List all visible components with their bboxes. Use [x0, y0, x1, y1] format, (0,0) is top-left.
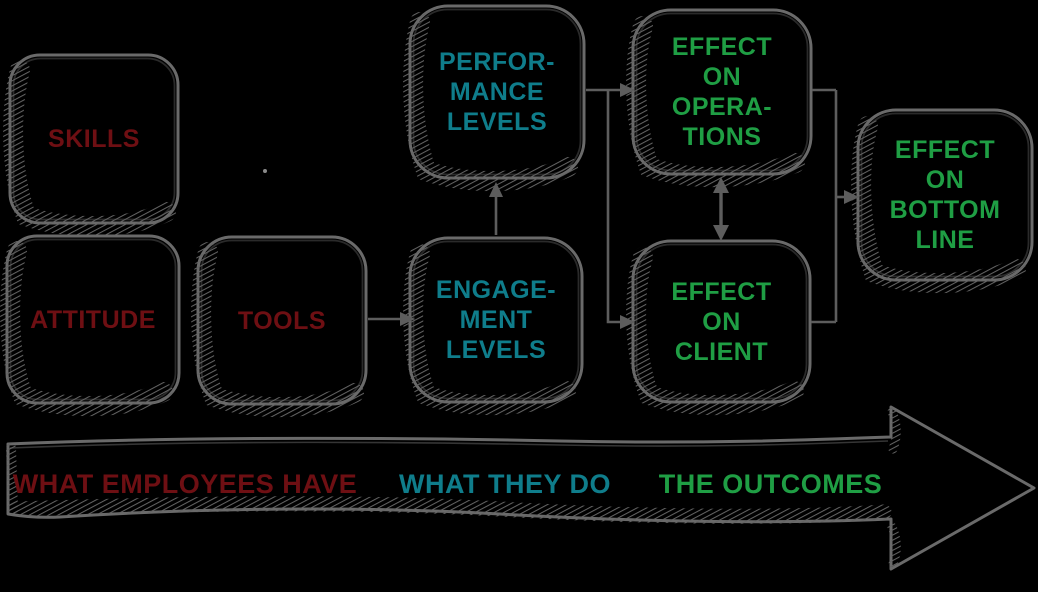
skills-box-label: SKILLS [48, 125, 140, 153]
bottom-line-box-outline [851, 108, 1034, 294]
tools-box-outline [191, 235, 368, 418]
operations-box-label: EFFECT ON OPERA- TIONS [671, 33, 773, 151]
bottom-line-box-label: EFFECT ON BOTTOM LINE [889, 136, 1001, 254]
timeline-outcomes-label: THE OUTCOMES [658, 469, 883, 499]
timeline-have-label: WHAT EMPLOYEES HAVE [12, 469, 358, 499]
pencil-speck [263, 169, 267, 173]
client-box-label: EFFECT ON CLIENT [671, 277, 772, 366]
performance-branch-to-client-arrow [606, 91, 621, 324]
client-box-outline [626, 239, 812, 416]
skills-box-outline [3, 53, 180, 237]
attitude-box-label: ATTITUDE [30, 305, 156, 334]
timeline-do-label: WHAT THEY DO [399, 469, 611, 499]
performance-box-label: PERFOR- MANCE LEVELS [439, 48, 555, 136]
attitude-box-outline [0, 234, 181, 417]
engagement-box-label: ENGAGE- MENT LEVELS [435, 276, 557, 364]
operations-box-outline [626, 8, 813, 188]
timeline-arrow [6, 405, 1036, 571]
arrowheads [400, 83, 859, 329]
performance-box-outline [403, 4, 586, 192]
tools-box-label: TOOLS [237, 306, 327, 335]
